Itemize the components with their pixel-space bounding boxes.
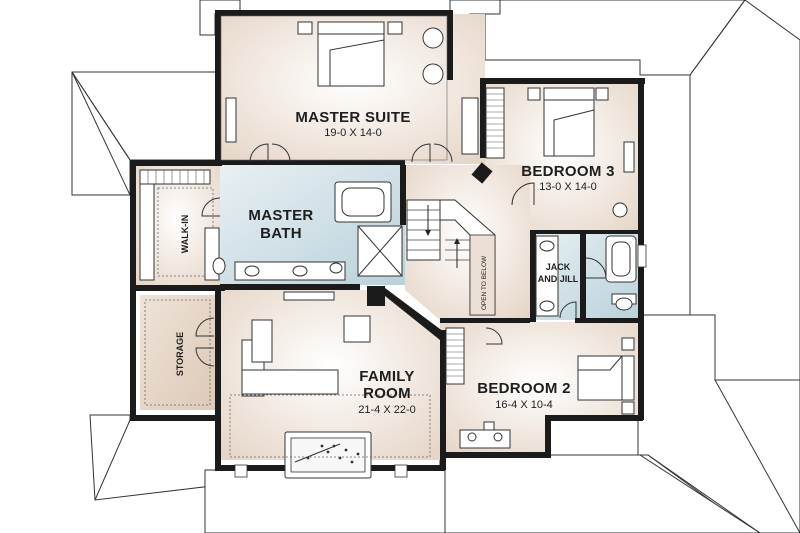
staircase xyxy=(406,199,496,316)
bedroom2-furniture xyxy=(445,327,635,449)
bedroom2-name: BEDROOM 2 xyxy=(477,380,571,397)
storage-name: STORAGE xyxy=(175,332,185,376)
bedroom3-furniture xyxy=(485,87,635,218)
family-room-name-line1: FAMILY xyxy=(359,368,414,385)
family-room-name-line2: ROOM xyxy=(363,385,411,402)
storage-room xyxy=(144,299,215,406)
bedroom3-name: BEDROOM 3 xyxy=(521,163,615,180)
bedroom2-dims: 16-4 X 10-4 xyxy=(495,399,552,411)
master-bath-fixtures xyxy=(204,181,403,281)
family-room-furniture xyxy=(229,291,431,479)
master-suite-dims: 19-0 X 14-0 xyxy=(324,127,381,139)
roof-ridge-lines xyxy=(71,0,800,533)
master-bath-name-line1: MASTER xyxy=(248,207,313,224)
jack-and-jill-fixtures xyxy=(535,235,637,319)
master-suite-outline xyxy=(220,15,448,161)
family-room-dims: 21-4 X 22-0 xyxy=(358,404,415,416)
bedroom3-dims: 13-0 X 14-0 xyxy=(539,181,596,193)
walk-in-name: WALK-IN xyxy=(180,215,190,254)
open-to-below-label: OPEN TO BELOW xyxy=(481,255,488,310)
walk-in-closet xyxy=(139,169,221,281)
jack-and-jill-name-line2: AND JILL xyxy=(538,274,579,284)
master-suite-furniture xyxy=(225,21,479,163)
jack-and-jill-name-line1: JACK xyxy=(546,262,571,272)
storage-floor xyxy=(140,295,215,410)
window-marks xyxy=(234,244,647,478)
master-bath-name-line2: BATH xyxy=(260,225,302,242)
room-labels: MASTER SUITE 19-0 X 14-0 BEDROOM 3 13-0 … xyxy=(175,109,615,416)
master-suite-name: MASTER SUITE xyxy=(295,109,410,126)
